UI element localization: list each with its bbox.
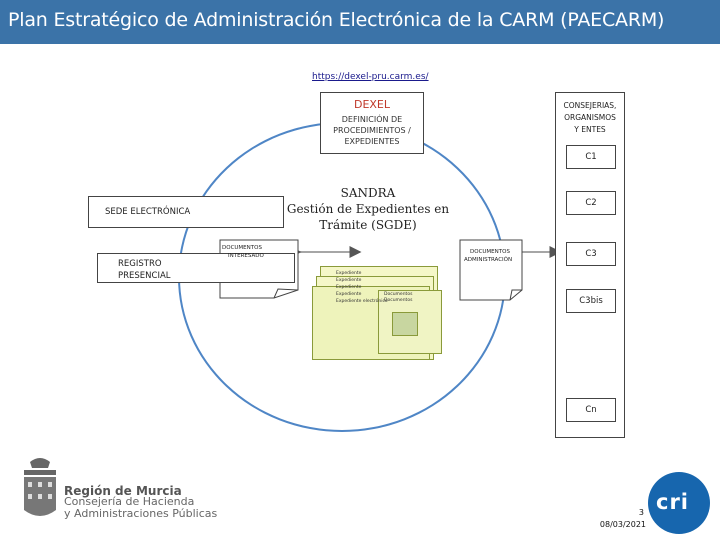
- c2-box: C2: [566, 191, 616, 215]
- sandra-line2: Gestión de Expedientes en: [286, 202, 450, 216]
- documentos-interesado-label: DOCUMENTOS INTERESADO: [222, 244, 264, 260]
- consejerias-column: CONSEJERIAS, ORGANISMOS Y ENTES C1 C2 C3…: [555, 92, 625, 438]
- thumb-label-1: Expediente: [336, 278, 362, 283]
- documentos-administracion-label: DOCUMENTOS ADMINISTRACIÓN: [464, 248, 512, 264]
- thumb-label-3: Expediente: [336, 292, 362, 297]
- thumb-label-2: Expediente: [336, 285, 362, 290]
- sandra-line3: Trámite (SGDE): [319, 218, 417, 232]
- consejerias-line3: Y ENTES: [574, 125, 606, 134]
- footer-org-line2: Consejería de Hacienda: [64, 495, 195, 508]
- thumb-label-0: Expediente: [336, 271, 362, 276]
- consejerias-header: CONSEJERIAS, ORGANISMOS Y ENTES: [556, 100, 624, 136]
- registro-presencial-box: REGISTRO PRESENCIAL: [97, 253, 295, 283]
- document-administracion-shape: [459, 239, 523, 301]
- thumbnail-image: [392, 312, 418, 336]
- c1-box: C1: [566, 145, 616, 169]
- header-bar: Plan Estratégico de Administración Elect…: [0, 0, 720, 44]
- thumb-label-5: Documentos: [384, 292, 413, 297]
- footer-org-subtitle: Consejería de Hacienda y Administracione…: [64, 496, 217, 520]
- registro-line1: REGISTRO: [118, 259, 162, 269]
- sede-electronica-box: SEDE ELECTRÓNICA: [88, 196, 284, 228]
- cri-logo-text: cri: [656, 490, 690, 514]
- sede-label: SEDE ELECTRÓNICA: [105, 207, 191, 217]
- doc-admin-line1: DOCUMENTOS: [470, 249, 510, 255]
- page-number: 3: [638, 508, 644, 517]
- thumb-label-4: Expediente electrónico: [336, 299, 388, 304]
- cn-box: Cn: [566, 398, 616, 422]
- doc-admin-line2: ADMINISTRACIÓN: [464, 257, 513, 263]
- footer-org-line3: y Administraciones Públicas: [64, 507, 218, 520]
- registro-line2: PRESENCIAL: [118, 271, 171, 281]
- dexel-title: DEXEL: [353, 98, 391, 111]
- sandra-label: SANDRA Gestión de Expedientes en Trámite…: [270, 185, 466, 233]
- slide-title: Plan Estratégico de Administración Elect…: [8, 9, 665, 31]
- footer-org-name: Región de Murcia: [64, 484, 182, 498]
- doc-interesado-line2: INTERESADO: [228, 253, 264, 259]
- consejerias-line2: ORGANISMOS: [564, 113, 616, 122]
- thumb-label-6: Documentos: [384, 298, 413, 303]
- sandra-line1: SANDRA: [340, 186, 396, 200]
- dexel-description: DEFINICIÓN DE PROCEDIMIENTOS / EXPEDIENT…: [333, 115, 411, 146]
- c3-box: C3: [566, 242, 616, 266]
- doc-interesado-line1: DOCUMENTOS: [222, 245, 262, 251]
- dexel-url-link[interactable]: https://dexel-pru.carm.es/: [312, 72, 429, 82]
- dexel-box: DEXEL DEFINICIÓN DE PROCEDIMIENTOS / EXP…: [320, 92, 424, 154]
- c3bis-box: C3bis: [566, 289, 616, 313]
- slide-date: 08/03/2021: [599, 520, 646, 529]
- consejerias-line1: CONSEJERIAS,: [563, 101, 617, 110]
- cri-logo: cri: [648, 472, 710, 534]
